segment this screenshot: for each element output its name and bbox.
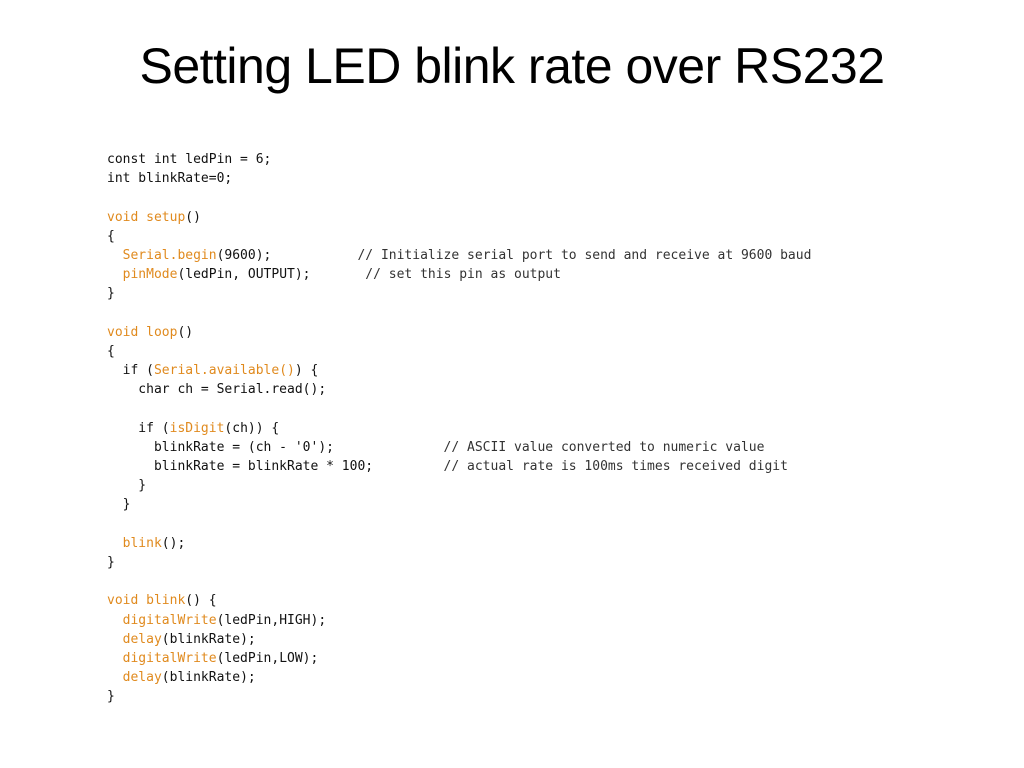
code-text: blinkRate = (ch - '0'); <box>107 439 444 455</box>
code-line: int blinkRate=0; <box>107 169 811 188</box>
code-text: char ch = Serial.read(); <box>107 382 327 398</box>
code-keyword: digitalWrite <box>122 612 217 628</box>
code-text <box>107 651 123 666</box>
code-line: void setup() <box>107 208 811 227</box>
code-line: blink(); <box>107 534 811 553</box>
slide-title: Setting LED blink rate over RS232 <box>139 38 885 94</box>
code-text: ) { <box>294 363 319 379</box>
code-text: (ch)) { <box>224 420 280 436</box>
code-keyword: loop <box>146 324 178 340</box>
code-line: } <box>107 284 811 303</box>
code-text: blinkRate = blinkRate * 100; <box>107 459 444 474</box>
code-text <box>107 632 123 647</box>
code-line: digitalWrite(ledPin,HIGH); <box>107 611 811 630</box>
code-text: if ( <box>107 420 170 436</box>
code-line: blinkRate = (ch - '0'); // ASCII value c… <box>107 438 811 457</box>
code-text: } <box>107 478 147 494</box>
code-line: delay(blinkRate); <box>107 668 811 687</box>
code-text: (); <box>161 535 186 551</box>
code-comment: // set this pin as output <box>365 267 561 283</box>
code-line <box>107 515 811 534</box>
code-line: delay(blinkRate); <box>107 630 811 649</box>
code-text: (ledPin,LOW); <box>216 650 319 666</box>
code-line: if (Serial.available()) { <box>107 361 811 380</box>
code-line: } <box>107 553 811 572</box>
code-text: } <box>107 554 115 570</box>
code-keyword: delay <box>122 670 162 686</box>
code-line: if (isDigit(ch)) { <box>107 419 811 438</box>
code-text <box>107 613 123 628</box>
code-text: } <box>107 689 115 705</box>
code-text: (ledPin, OUTPUT); <box>177 267 366 283</box>
code-keyword: Serial.available() <box>153 363 295 379</box>
code-text: (ledPin,HIGH); <box>216 612 327 628</box>
code-keyword: delay <box>122 631 162 647</box>
code-line: { <box>107 342 811 361</box>
code-keyword: setup <box>146 209 186 225</box>
code-keyword: blink <box>146 593 186 609</box>
code-keyword: Serial.begin <box>122 247 217 263</box>
code-line: digitalWrite(ledPin,LOW); <box>107 649 811 668</box>
code-line: { <box>107 227 811 246</box>
code-line <box>107 188 811 207</box>
code-text: () <box>177 324 194 340</box>
code-text <box>107 670 123 685</box>
code-text: { <box>107 228 115 244</box>
code-text: (blinkRate); <box>161 670 256 686</box>
code-text: { <box>107 343 115 359</box>
code-comment: // Initialize serial port to send and re… <box>357 247 812 263</box>
code-comment: // actual rate is 100ms times received d… <box>443 459 788 474</box>
code-text: () { <box>185 593 217 609</box>
code-text <box>107 536 123 551</box>
code-block: const int ledPin = 6; int blinkRate=0; vo… <box>107 150 811 706</box>
code-comment: // ASCII value converted to numeric valu… <box>443 439 765 455</box>
code-text: } <box>107 497 131 513</box>
code-text <box>107 248 123 263</box>
code-keyword: void <box>107 593 147 609</box>
code-keyword: blink <box>122 535 162 551</box>
code-line: } <box>107 495 811 514</box>
code-keyword: pinMode <box>122 267 178 283</box>
code-keyword: isDigit <box>169 420 225 436</box>
code-text: } <box>107 286 115 302</box>
code-line: char ch = Serial.read(); <box>107 380 811 399</box>
code-text: int blinkRate=0; <box>107 171 233 187</box>
code-line: void loop() <box>107 323 811 342</box>
code-text: () <box>185 209 201 225</box>
code-keyword: digitalWrite <box>122 650 217 666</box>
code-line: } <box>107 687 811 706</box>
code-line: pinMode(ledPin, OUTPUT); // set this pin… <box>107 265 811 284</box>
code-line <box>107 304 811 323</box>
code-text: if ( <box>107 363 154 379</box>
code-text <box>107 267 123 282</box>
code-line <box>107 399 811 418</box>
code-line <box>107 572 811 591</box>
code-line: const int ledPin = 6; <box>107 150 811 169</box>
code-line: blinkRate = blinkRate * 100; // actual r… <box>107 457 811 476</box>
code-line: void blink() { <box>107 591 811 610</box>
code-text: (blinkRate); <box>161 631 256 647</box>
code-line: } <box>107 476 811 495</box>
code-line: Serial.begin(9600); // Initialize serial… <box>107 246 812 265</box>
code-keyword: void <box>107 209 147 225</box>
code-text: (9600); <box>216 247 358 263</box>
code-text: const int ledPin = 6; <box>107 152 272 167</box>
code-keyword: void <box>107 324 147 340</box>
